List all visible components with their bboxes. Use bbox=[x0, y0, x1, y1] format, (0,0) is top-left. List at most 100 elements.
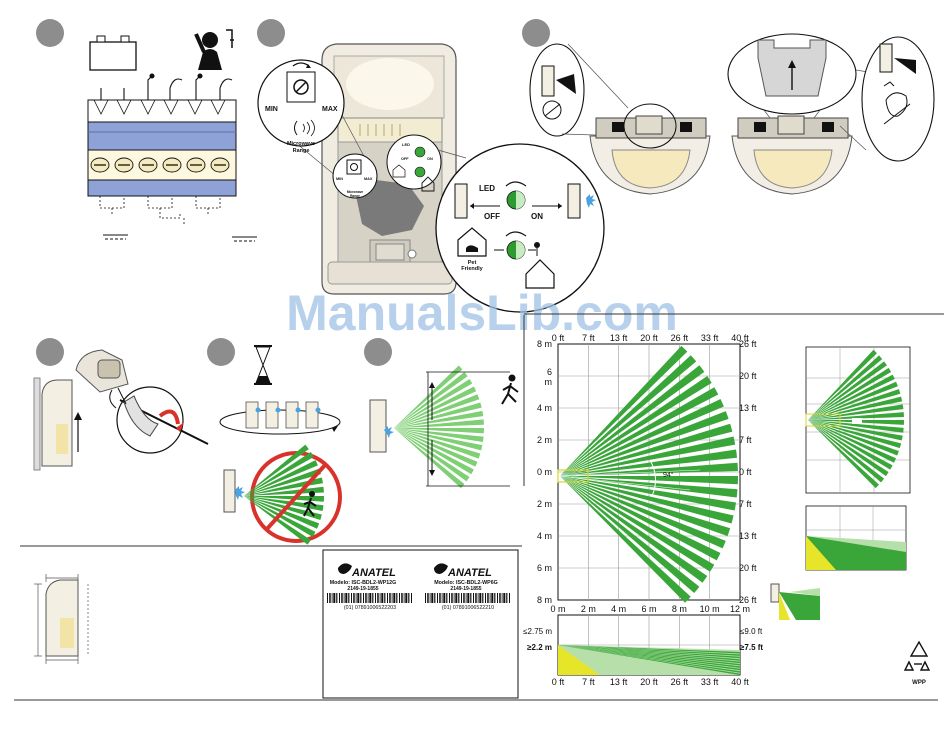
recycle-label: WPP bbox=[912, 680, 926, 686]
small-beam bbox=[808, 381, 898, 420]
coverage-beam bbox=[560, 476, 734, 524]
anatel-model-2: Modelo: ISC-BDL2-WP6G bbox=[434, 580, 498, 586]
section-separators bbox=[14, 313, 944, 701]
side-fan bbox=[558, 645, 740, 676]
side-left-top: ≤2.75 m bbox=[523, 627, 552, 636]
step5-beam bbox=[244, 496, 324, 511]
small-beam bbox=[808, 420, 902, 449]
small-beam bbox=[808, 420, 897, 463]
coverage-fan bbox=[559, 345, 738, 603]
small-microwave-range-inset: MIN MAX Microwave Range bbox=[332, 153, 378, 199]
right-ft-label: 26 ft bbox=[739, 595, 757, 605]
side-left-bottom: ≥2.2 m bbox=[527, 643, 552, 652]
side-beam bbox=[558, 645, 740, 673]
step6-beam bbox=[394, 428, 483, 451]
dimensions-drawing bbox=[34, 574, 89, 664]
small-beam bbox=[808, 367, 892, 420]
left-m-label: 0 m bbox=[537, 467, 552, 477]
on-label: ON bbox=[531, 212, 543, 221]
right-ft-label: 0 ft bbox=[739, 467, 752, 477]
barcode-bar bbox=[439, 593, 441, 603]
barcode-bar bbox=[461, 593, 462, 603]
left-m-label: 6 bbox=[547, 367, 552, 377]
step6-beam bbox=[394, 402, 482, 428]
step6-beam bbox=[394, 371, 468, 428]
anatel-code-2: 2149-19-1855 bbox=[450, 586, 481, 592]
step6-beam bbox=[394, 428, 484, 434]
anatel-code-1: 2149-19-1855 bbox=[347, 586, 378, 592]
coverage-beam bbox=[560, 476, 715, 572]
left-m-label: m bbox=[545, 377, 553, 387]
small-beam bbox=[808, 355, 883, 420]
coverage-beam bbox=[560, 476, 737, 511]
barcode-bar bbox=[499, 593, 501, 603]
step6-beam bbox=[394, 428, 465, 489]
barcode-bar bbox=[441, 593, 443, 603]
small-off-label: OFF bbox=[401, 157, 409, 161]
coverage-beam bbox=[560, 476, 708, 583]
detector-front-right bbox=[731, 109, 853, 195]
led-label: LED bbox=[479, 184, 495, 193]
barcode-bar bbox=[482, 593, 484, 603]
top-ft-label: 13 ft bbox=[610, 333, 628, 343]
step-3-lens bbox=[522, 19, 935, 195]
barcode-bar bbox=[399, 593, 400, 603]
barcode-bar bbox=[403, 593, 405, 603]
bottom-m-label: 4 m bbox=[611, 604, 626, 614]
coverage-beam bbox=[560, 476, 726, 549]
side-near-zone bbox=[558, 645, 600, 675]
right-ft-label: 20 ft bbox=[739, 563, 757, 573]
min-label: MIN bbox=[265, 106, 278, 113]
small-beam bbox=[808, 389, 901, 420]
anatel-brand-1: ANATEL bbox=[351, 567, 396, 579]
barcode-bar bbox=[396, 593, 398, 603]
barcode-bar bbox=[434, 593, 436, 603]
side-right-top: ≤9.0 ft bbox=[740, 627, 763, 636]
step5-beam bbox=[244, 452, 314, 496]
battery-icon bbox=[89, 35, 137, 71]
step5-beam bbox=[244, 496, 322, 521]
small-beam bbox=[808, 404, 904, 420]
barcode-2 bbox=[425, 593, 510, 603]
side-right-bottom: ≥7.5 ft bbox=[740, 643, 763, 652]
lens-detail-callout bbox=[727, 33, 869, 115]
top-ft-label: 7 ft bbox=[582, 333, 595, 343]
small-beam bbox=[808, 420, 903, 441]
side-beam bbox=[558, 645, 740, 666]
beam-divider bbox=[559, 469, 701, 491]
small-beam bbox=[808, 420, 889, 477]
coverage-beam bbox=[560, 476, 721, 561]
barcode-bar bbox=[360, 593, 362, 603]
barcode-bar bbox=[405, 593, 408, 603]
barcode-1 bbox=[327, 593, 412, 603]
side-beam bbox=[558, 645, 740, 661]
side-bottom-label: 26 ft bbox=[671, 677, 689, 687]
right-ft-label: 13 ft bbox=[739, 531, 757, 541]
step6-beam bbox=[394, 428, 484, 442]
bottom-m-label: 8 m bbox=[672, 604, 687, 614]
anatel-barcode-2: (01) 07891006522210 bbox=[442, 605, 494, 611]
small-beam bbox=[808, 420, 904, 433]
small-led-inset: LED OFF ON bbox=[386, 134, 442, 192]
small-min-label: MIN bbox=[336, 177, 343, 181]
barcode-bar bbox=[473, 593, 474, 603]
bottom-m-label: 12 m bbox=[730, 604, 750, 614]
barcode-bar bbox=[497, 593, 498, 603]
anatel-block-2: ANATEL Modelo: ISC-BDL2-WP6G 2149-19-185… bbox=[425, 563, 510, 611]
barcode-bar bbox=[449, 593, 450, 603]
barcode-bar bbox=[369, 593, 372, 603]
side-beam bbox=[558, 645, 740, 659]
barcode-bar bbox=[372, 593, 374, 603]
side-bottom-label: 33 ft bbox=[701, 677, 719, 687]
barcode-bar bbox=[451, 593, 453, 603]
left-m-label: 8 m bbox=[537, 595, 552, 605]
step6-beam bbox=[394, 386, 477, 428]
bottom-m-label: 10 m bbox=[700, 604, 720, 614]
left-m-label: 4 m bbox=[537, 403, 552, 413]
barcode-bar bbox=[401, 593, 403, 603]
small-beam bbox=[808, 420, 880, 489]
small-beam bbox=[808, 420, 893, 470]
barcode-bar bbox=[491, 593, 494, 603]
barcode-bar bbox=[506, 593, 508, 603]
